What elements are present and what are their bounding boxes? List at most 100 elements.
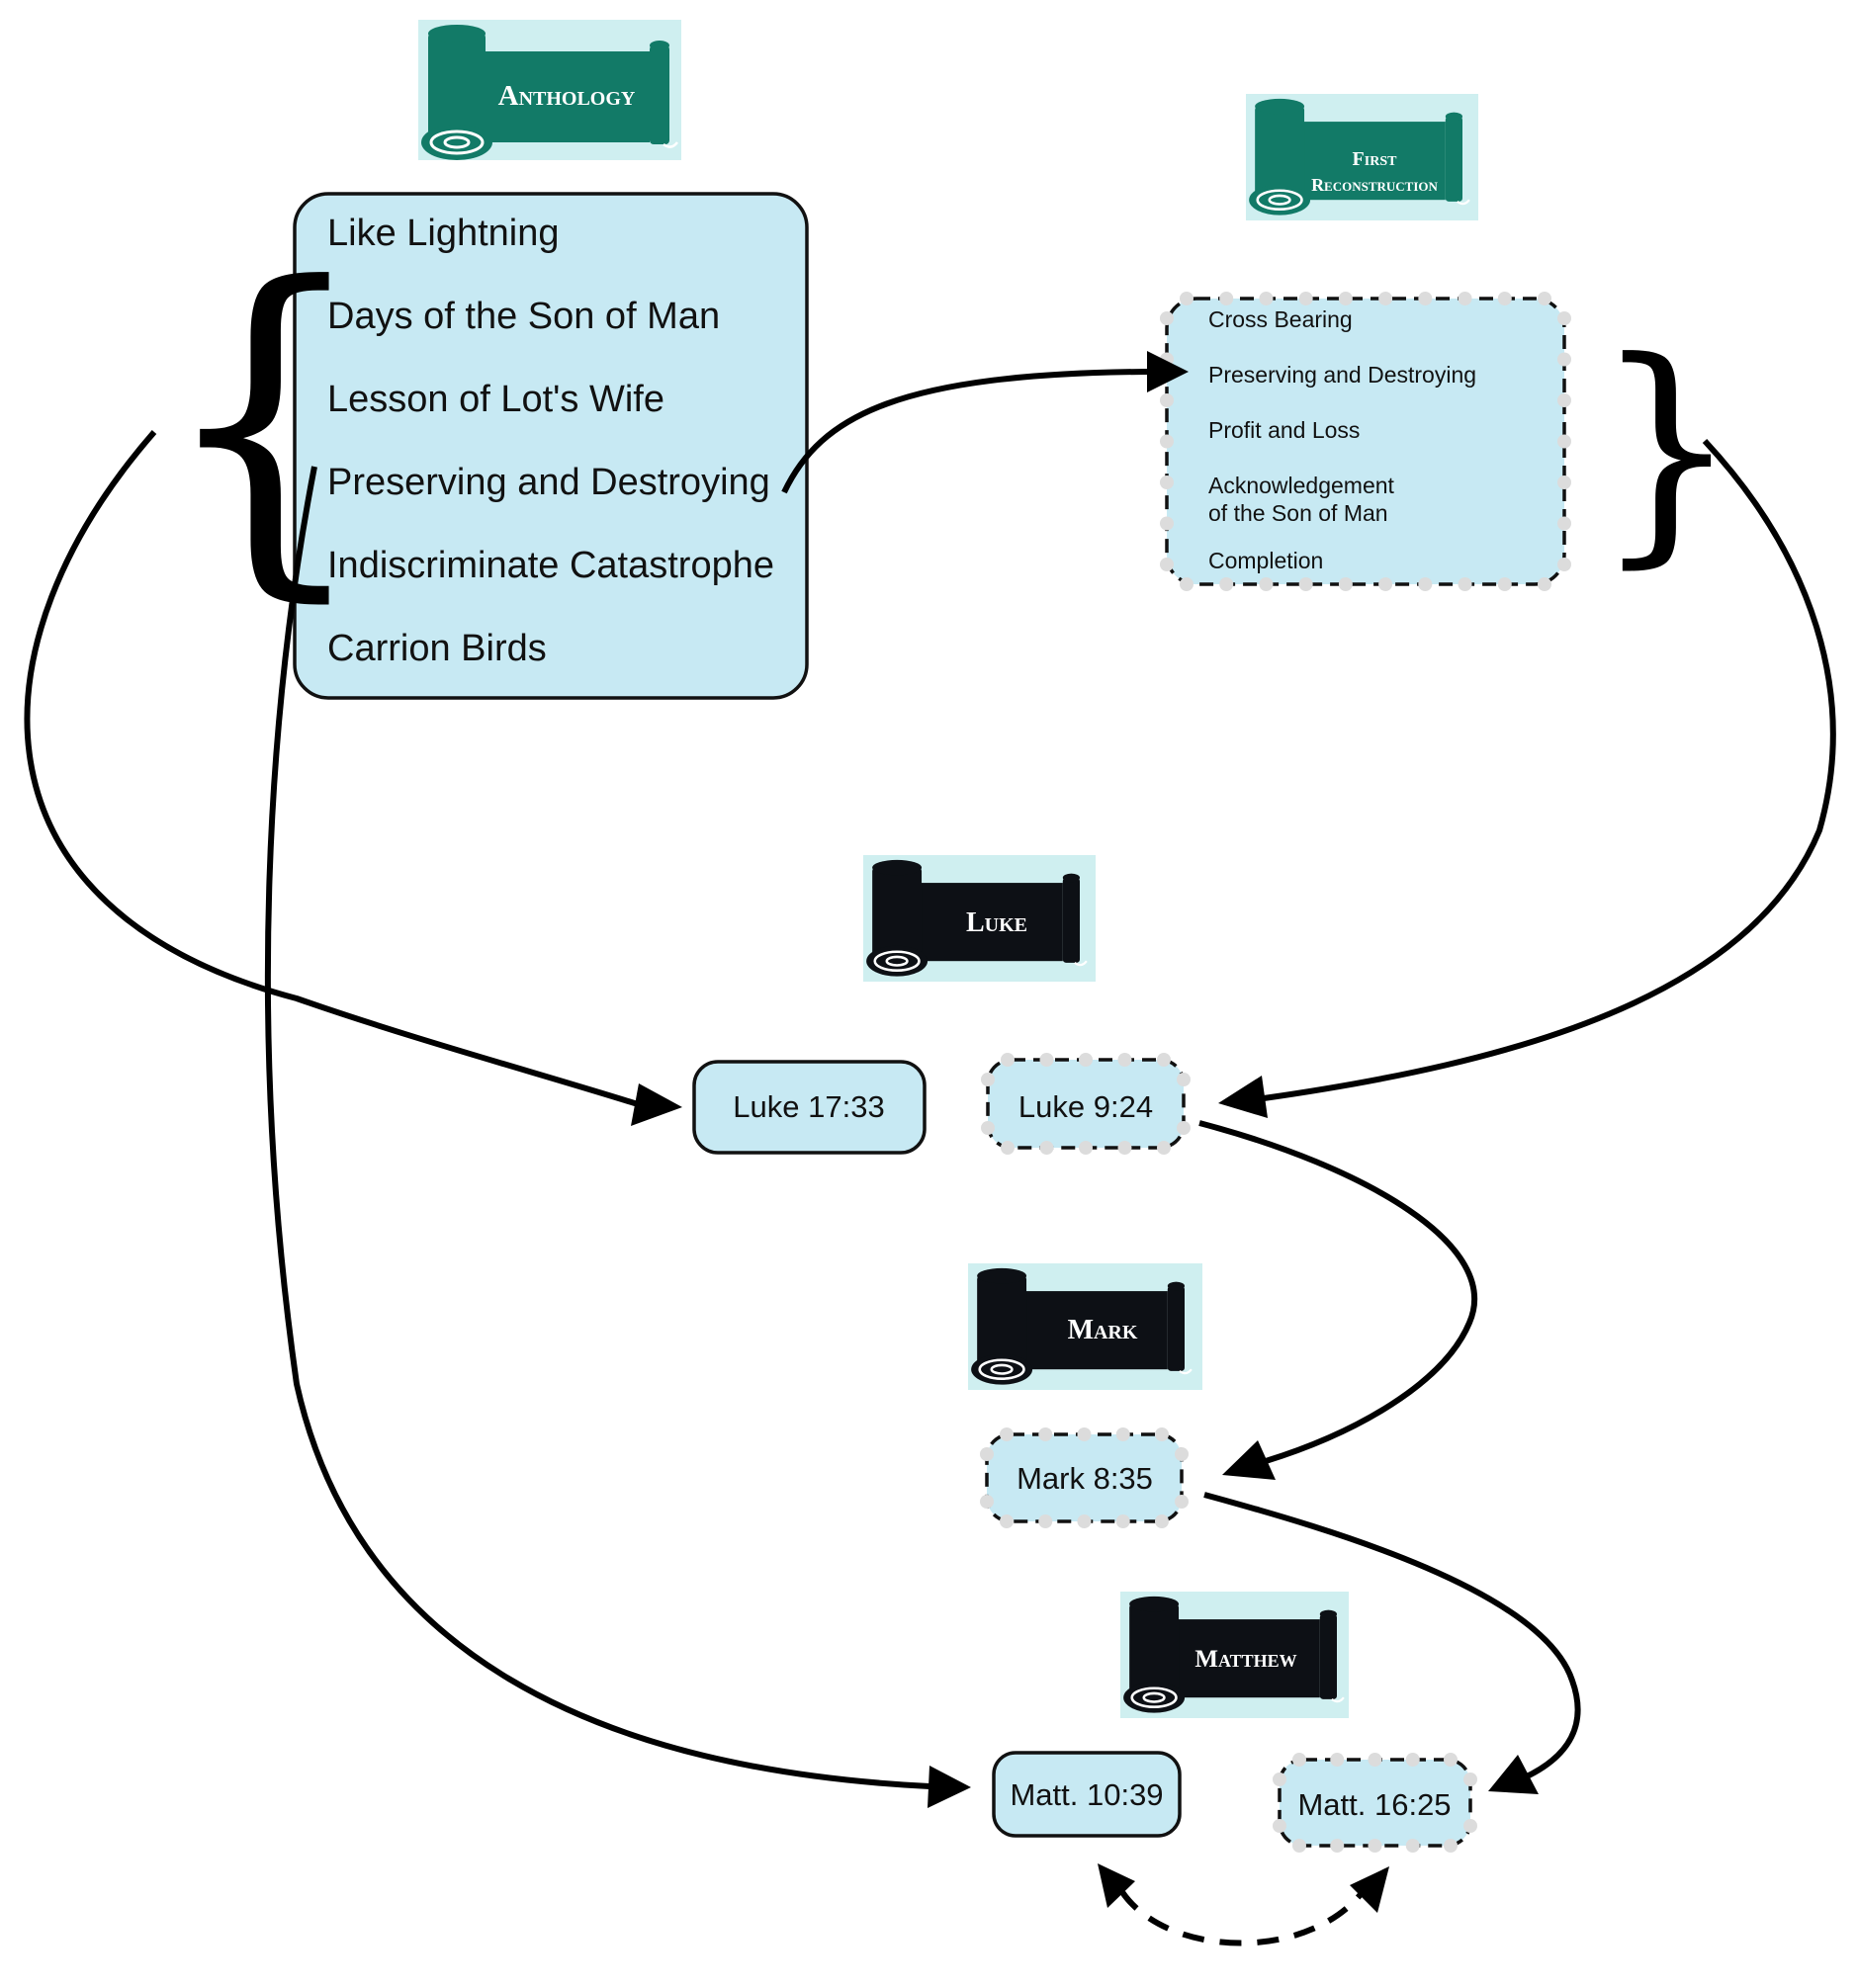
border-dot (1157, 1141, 1171, 1155)
arrow-luke-9-24-to-mark-8-35 (1198, 1120, 1478, 1480)
anthology-brace: { (158, 212, 371, 631)
border-dot (1338, 292, 1353, 305)
anthology-scroll-label: Anthology (498, 80, 636, 112)
arrow-mark-8-35-to-matt-16-25 (1203, 1492, 1581, 1794)
border-dot (1160, 434, 1174, 449)
border-dot (1405, 1839, 1420, 1853)
border-dot (1160, 558, 1174, 571)
luke-scroll-icon: Luke (863, 855, 1096, 982)
border-dot (1444, 1839, 1458, 1853)
anthology-item: Lesson of Lot's Wife (327, 379, 664, 420)
border-dot (1160, 475, 1174, 489)
border-dot (1038, 1514, 1053, 1528)
anthology-item: Carrion Birds (327, 628, 547, 669)
border-dot (1160, 516, 1174, 531)
arrow-reconstruction-to-luke-9-24 (1218, 438, 1836, 1118)
border-dot (1298, 292, 1313, 305)
border-dot (980, 1447, 994, 1461)
border-dot (1175, 1495, 1189, 1509)
border-dot (1557, 516, 1571, 531)
border-dot (1458, 292, 1472, 305)
border-dot (1405, 1753, 1420, 1767)
border-dot (1557, 558, 1571, 571)
mark-scroll-icon: Mark (968, 1263, 1202, 1390)
luke-17-33-box: Luke 17:33 (692, 1060, 927, 1155)
border-dot (1557, 475, 1571, 489)
border-dot (1557, 393, 1571, 407)
luke-9-24-label: Luke 9:24 (1018, 1089, 1153, 1124)
border-dot (1298, 577, 1313, 591)
border-dot (1000, 1427, 1014, 1441)
border-dot (1077, 1514, 1092, 1528)
luke-scroll-label: Luke (966, 908, 1027, 938)
anthology-item: Preserving and Destroying (327, 462, 770, 503)
luke-9-24-box: Luke 9:24 (981, 1053, 1191, 1155)
border-dot (1463, 1772, 1477, 1786)
matt-16-25-label: Matt. 16:25 (1297, 1787, 1451, 1822)
border-dot (1273, 1772, 1286, 1786)
border-dot (1177, 1073, 1191, 1086)
border-dot (1117, 1141, 1132, 1155)
arrow-anthology-to-reconstruction (781, 351, 1189, 494)
anthology-item: Indiscriminate Catastrophe (327, 545, 774, 586)
border-dot (1557, 434, 1571, 449)
reconstruction-item: Completion (1208, 548, 1323, 573)
border-dot (1368, 1753, 1382, 1767)
border-dot (1463, 1819, 1477, 1833)
border-dot (1259, 577, 1274, 591)
dashed-arrow-matt-10-39-matt-16-25 (1098, 1863, 1389, 1946)
border-dot (1338, 577, 1353, 591)
border-dot (1538, 577, 1551, 591)
border-dot (1219, 577, 1234, 591)
border-dot (981, 1121, 995, 1135)
first-reconstruction-scroll-label-line1: First (1353, 148, 1398, 170)
border-dot (1368, 1839, 1382, 1853)
border-dot (1418, 292, 1433, 305)
border-dot (1538, 292, 1551, 305)
border-dot (1160, 311, 1174, 325)
border-dot (1458, 577, 1472, 591)
reconstruction-item: of the Son of Man (1208, 500, 1388, 526)
anthology-item: Like Lightning (327, 213, 560, 254)
anthology-scroll-icon: Anthology (418, 20, 681, 160)
matt-10-39-box: Matt. 10:39 (992, 1751, 1182, 1838)
luke-17-33-label: Luke 17:33 (733, 1089, 884, 1124)
border-dot (1330, 1839, 1345, 1853)
border-dot (1079, 1053, 1093, 1067)
reconstruction-brace: } (1594, 309, 1739, 588)
anthology-item: Days of the Son of Man (327, 296, 720, 337)
border-dot (1378, 577, 1393, 591)
border-dot (1155, 1514, 1169, 1528)
border-dot (1557, 311, 1571, 325)
border-dot (1038, 1427, 1053, 1441)
reconstruction-item: Profit and Loss (1208, 417, 1360, 443)
first-reconstruction-scroll-label-line2: Reconstruction (1311, 175, 1438, 195)
border-dot (1160, 393, 1174, 407)
border-dot (1180, 292, 1194, 305)
border-dot (1330, 1753, 1345, 1767)
border-dot (1039, 1141, 1054, 1155)
border-dot (1175, 1447, 1189, 1461)
first-reconstruction-scroll-icon: First Reconstruction (1246, 94, 1478, 220)
border-dot (1115, 1514, 1130, 1528)
border-dot (1292, 1839, 1306, 1853)
arrow-anthology-to-matt-10-39 (264, 466, 971, 1808)
mark-8-35-box: Mark 8:35 (980, 1427, 1189, 1528)
border-dot (1001, 1141, 1015, 1155)
first-reconstruction-box: Cross Bearing Preserving and Destroying … (1160, 292, 1571, 591)
border-dot (1180, 577, 1194, 591)
arrow-anthology-to-luke-17-33 (24, 430, 682, 1126)
border-dot (1273, 1819, 1286, 1833)
border-dot (1378, 292, 1393, 305)
mark-scroll-label: Mark (1068, 1315, 1138, 1345)
reconstruction-item: Acknowledgement (1208, 473, 1395, 498)
border-dot (980, 1495, 994, 1509)
border-dot (1155, 1427, 1169, 1441)
border-dot (1077, 1427, 1092, 1441)
border-dot (1497, 292, 1512, 305)
border-dot (1418, 577, 1433, 591)
matthew-scroll-icon: Matthew (1120, 1592, 1349, 1718)
border-dot (1557, 352, 1571, 367)
mark-8-35-label: Mark 8:35 (1017, 1461, 1153, 1496)
